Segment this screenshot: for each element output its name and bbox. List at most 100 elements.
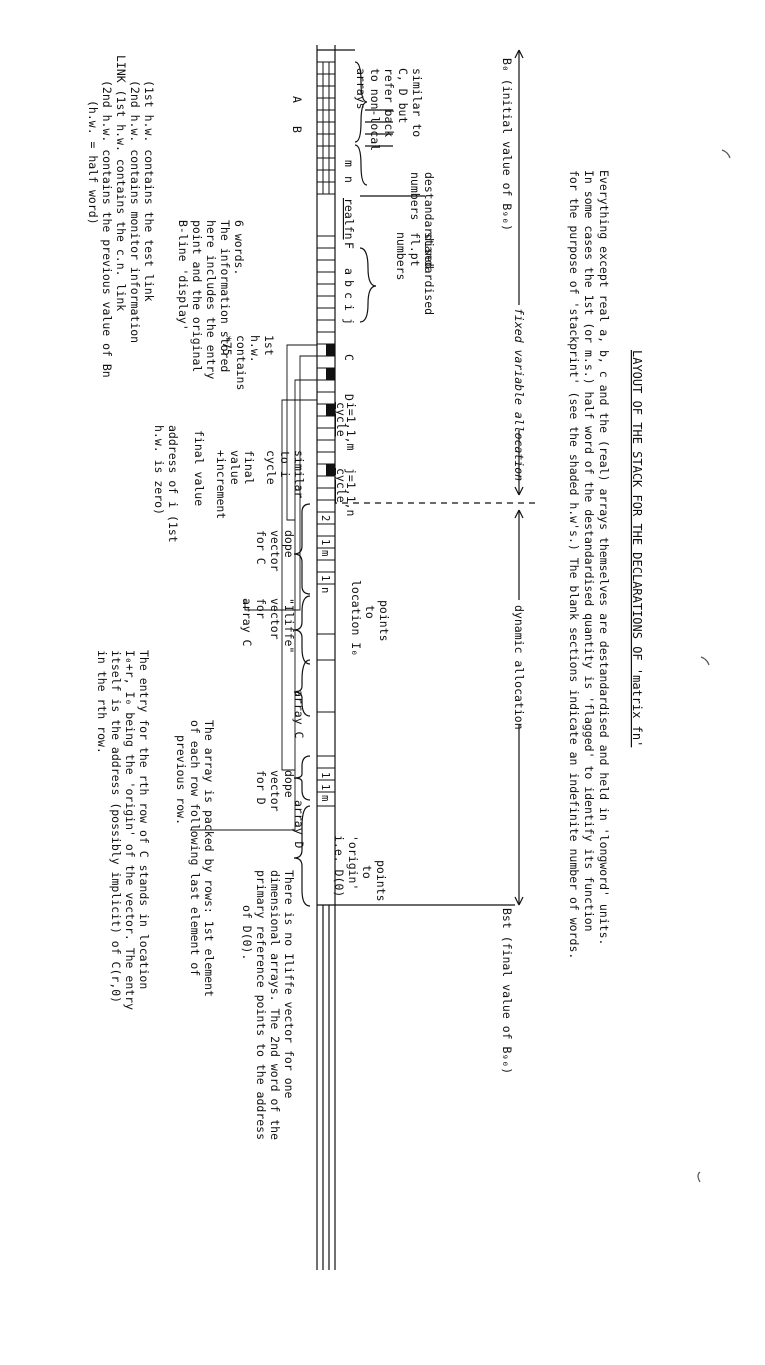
svg-text:in the rth row.: in the rth row. [95, 650, 109, 754]
label-m: m [342, 160, 356, 167]
svg-text:cycle: cycle [334, 402, 348, 437]
svg-text:(2nd h.w. contains the previou: (2nd h.w. contains the previous value of… [100, 80, 114, 378]
svg-text:LINK (1st h.w. contains the c.: LINK (1st h.w. contains the c.n. link [114, 55, 128, 311]
brace-dope-c [293, 503, 311, 595]
note-no-iliffe: There is no Iliffe vector for one dimens… [240, 870, 296, 1140]
svg-text:(h.w. = half word): (h.w. = half word) [86, 100, 100, 225]
label-n: n [342, 176, 356, 183]
note-similar: similar to C, D but refer back to non-lo… [354, 68, 424, 151]
backref-arrows [365, 109, 393, 147]
note-address-i: address of i (1st h.w. is zero) [152, 425, 180, 543]
svg-text:vector: vector [268, 598, 282, 640]
svg-text:of D(0).: of D(0). [240, 905, 254, 960]
svg-text:The information stored: The information stored [218, 220, 232, 372]
svg-text:'origin': 'origin' [346, 835, 360, 890]
svg-text:similar to: similar to [410, 68, 424, 137]
bst-label: Bst (final value of B₉₀) [500, 908, 514, 1074]
svg-text:final: final [242, 450, 256, 485]
shaded-hw-1 [326, 344, 335, 356]
svg-text:j=1,1,n: j=1,1,n [344, 468, 358, 516]
dope-c-1: 1 [319, 539, 331, 545]
svg-text:I₀+r, I₀ being the 'origin' of: I₀+r, I₀ being the 'origin' of the vecto… [123, 650, 137, 1010]
svg-text:dope: dope [282, 770, 296, 798]
note-standardised: standardised fl.pt numbers [394, 232, 436, 315]
svg-text:B-line 'display': B-line 'display' [176, 220, 190, 331]
note-array-d: array D [292, 800, 306, 849]
svg-text:location I₀: location I₀ [349, 580, 363, 656]
svg-text:final value: final value [192, 430, 206, 506]
note-final-value-2: final value [192, 430, 206, 506]
svg-text:address of i (1st: address of i (1st [166, 425, 180, 543]
svg-text:to non-local: to non-local [368, 68, 382, 151]
brace-dope-d [293, 755, 311, 801]
margin-mark-3 [697, 1171, 701, 1183]
label-b: b [342, 280, 356, 287]
svg-text:dope: dope [282, 530, 296, 558]
svg-text:h.w. is zero): h.w. is zero) [152, 425, 166, 515]
svg-text:to: to [363, 605, 377, 619]
intro-line-2: In some cases the 1st (or m.s.) half wor… [582, 170, 596, 932]
svg-text:dimensional arrays. The 2nd w: dimensional arrays. The 2nd word of the [268, 870, 282, 1140]
note-cycle-j: cycle j=1,1,n [334, 468, 358, 516]
margin-mark-1 [721, 149, 731, 159]
label-realfn: realfn [342, 198, 356, 240]
pointer-to-origin [190, 379, 317, 831]
brace-array-c [293, 659, 311, 717]
label-A: A [290, 96, 304, 103]
label-C: C [342, 354, 356, 361]
svg-text:of each row following last ele: of each row following last element of [188, 720, 202, 976]
note-destandardised: destandardised numbers [408, 172, 436, 269]
svg-text:1st: 1st [262, 335, 276, 356]
note-array-c: array C [292, 690, 306, 739]
dope-d-m: m [319, 795, 331, 801]
svg-text:value: value [228, 450, 242, 485]
intro-line-1: Everything except real a, b, c and the (… [597, 170, 611, 945]
label-B: B [290, 126, 304, 133]
note-first-hw: 1st h.w. contains *75 [220, 335, 276, 390]
dope-c-m: m [319, 550, 331, 556]
fixed-allocation-label: fixed variable allocation [512, 308, 526, 481]
svg-text:similar: similar [292, 450, 306, 499]
dope-c-2: 2 [319, 515, 331, 521]
note-packed: The array is packed by rows: 1st element… [174, 720, 216, 997]
svg-text:destandardised: destandardised [422, 172, 436, 269]
brace-similar [354, 61, 368, 143]
pointer-to-io [244, 355, 317, 611]
svg-text:to i: to i [278, 450, 292, 478]
svg-text:cycle: cycle [334, 468, 348, 503]
svg-text:"Iliffe": "Iliffe" [282, 598, 296, 653]
dope-d-1b: 1 [319, 784, 331, 790]
svg-text:refer back: refer back [382, 68, 396, 137]
note-dope-d: dope vector for D [254, 770, 296, 812]
svg-text:point and the original: point and the original [190, 220, 204, 372]
dope-c-1b: 1 [319, 575, 331, 581]
svg-text:The array is packed by rows: 1: The array is packed by rows: 1st element [202, 720, 216, 997]
stack-cells [317, 49, 335, 807]
svg-text:standardised: standardised [422, 232, 436, 315]
svg-text:C, D but: C, D but [396, 68, 410, 123]
svg-text:numbers: numbers [394, 232, 408, 280]
intro-line-3: for the purpose of 'stackprint' (see the… [567, 170, 581, 959]
label-D: D [342, 394, 356, 401]
svg-text:previous row.: previous row. [174, 735, 188, 825]
note-cycle-i: cycle i=1,1,m [334, 402, 358, 451]
svg-text:(2nd h.w. contains monitor inf: (2nd h.w. contains monitor information [128, 80, 142, 343]
note-final-value: final value +increment [214, 450, 256, 519]
svg-text:here includes the entry: here includes the entry [204, 220, 218, 379]
svg-text:array C: array C [240, 598, 254, 647]
svg-text:for C: for C [254, 530, 268, 565]
svg-text:i=1,1,m: i=1,1,m [344, 402, 358, 451]
note-points-origin: points to 'origin' i.e. D(0) [332, 835, 388, 902]
svg-text:points: points [374, 860, 388, 902]
svg-text:for D: for D [254, 770, 268, 805]
svg-text:The entry for the rth row of C: The entry for the rth row of C stands in… [137, 650, 151, 989]
note-links: (1st h.w. contains the test link (2nd h.… [86, 55, 156, 378]
svg-text:fl.pt: fl.pt [408, 232, 422, 267]
label-F: F [342, 242, 356, 249]
dope-d-1: 1 [319, 772, 331, 778]
note-similar-i: similar to i cycle [264, 450, 306, 499]
note-entry: The entry for the rth row of C stands in… [95, 650, 151, 1010]
svg-text:There is no Iliffe vector for: There is no Iliffe vector for one [282, 870, 296, 1099]
